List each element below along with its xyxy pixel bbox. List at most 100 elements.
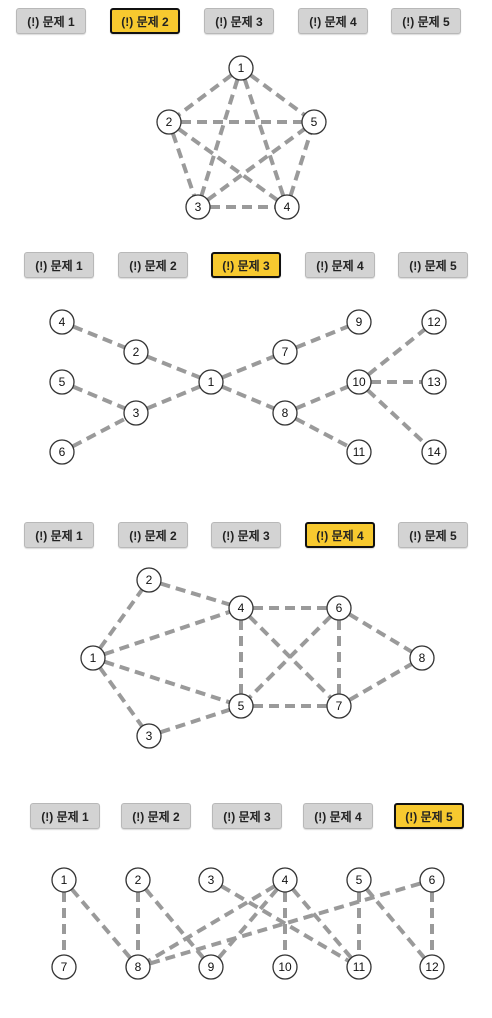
node-label: 2: [133, 345, 140, 359]
tab-problem-1[interactable]: (!) 문제 1: [24, 522, 94, 548]
node-10[interactable]: 10: [272, 954, 298, 980]
tab-problem-3[interactable]: (!) 문제 3: [211, 252, 281, 278]
node-4[interactable]: 4: [274, 194, 300, 220]
node-circle: [198, 867, 224, 893]
node-label: 11: [353, 960, 366, 974]
node-3[interactable]: 3: [198, 867, 224, 893]
tab-problem-4[interactable]: (!) 문제 4: [298, 8, 368, 34]
edge-3-1: [146, 384, 201, 411]
tab-problem-4[interactable]: (!) 문제 4: [305, 522, 375, 548]
node-2[interactable]: 2: [123, 339, 149, 365]
tab-problem-4[interactable]: (!) 문제 4: [303, 803, 373, 829]
node-6[interactable]: 6: [49, 439, 75, 465]
node-8[interactable]: 8: [272, 400, 298, 426]
tab-problem-2[interactable]: (!) 문제 2: [118, 252, 188, 278]
node-7[interactable]: 7: [272, 339, 298, 365]
node-3[interactable]: 3: [136, 723, 162, 749]
node-10[interactable]: 10: [346, 369, 372, 395]
tab-problem-2[interactable]: (!) 문제 2: [118, 522, 188, 548]
node-8[interactable]: 8: [409, 645, 435, 671]
tab-problem-5[interactable]: (!) 문제 5: [398, 252, 468, 278]
tab-problem-5[interactable]: (!) 문제 5: [394, 803, 464, 829]
tab-problem-1[interactable]: (!) 문제 1: [24, 252, 94, 278]
node-2[interactable]: 2: [156, 109, 182, 135]
node-label: 4: [282, 873, 289, 887]
tab-problem-4[interactable]: (!) 문제 4: [305, 252, 375, 278]
node-2[interactable]: 2: [125, 867, 151, 893]
node-circle: [419, 954, 445, 980]
node-11[interactable]: 11: [346, 954, 372, 980]
node-8[interactable]: 8: [125, 954, 151, 980]
node-7[interactable]: 7: [51, 954, 77, 980]
tab-bar-panel-1: (!) 문제 1 (!) 문제 2 (!) 문제 3 (!) 문제 4 (!) …: [0, 8, 492, 38]
node-12[interactable]: 12: [421, 309, 447, 335]
node-circle: [326, 693, 352, 719]
node-2[interactable]: 2: [136, 567, 162, 593]
graph-panel-3: 1 2 3 4 5 6 7 8: [80, 567, 435, 749]
edge-6-8: [348, 612, 413, 654]
node-circle: [228, 595, 254, 621]
tab-bar-panel-2: (!) 문제 1 (!) 문제 2 (!) 문제 3 (!) 문제 4 (!) …: [0, 252, 492, 282]
node-3[interactable]: 3: [123, 400, 149, 426]
node-4[interactable]: 4: [272, 867, 298, 893]
node-5[interactable]: 5: [346, 867, 372, 893]
tab-problem-1[interactable]: (!) 문제 1: [30, 803, 100, 829]
tab-problem-2[interactable]: (!) 문제 2: [121, 803, 191, 829]
edge-4-5: [288, 132, 313, 197]
graph-panel-1: 1 2 3 4 5: [156, 55, 327, 220]
node-5[interactable]: 5: [49, 369, 75, 395]
node-label: 5: [311, 115, 318, 129]
edge-4-9: [217, 887, 279, 960]
edge-1-7: [221, 354, 275, 380]
node-7[interactable]: 7: [326, 693, 352, 719]
node-1[interactable]: 1: [80, 645, 106, 671]
node-6[interactable]: 6: [419, 867, 445, 893]
node-circle: [272, 400, 298, 426]
tab-problem-3[interactable]: (!) 문제 3: [212, 803, 282, 829]
tab-problem-3[interactable]: (!) 문제 3: [211, 522, 281, 548]
node-11[interactable]: 11: [346, 439, 372, 465]
node-label: 12: [425, 960, 439, 974]
node-label: 1: [238, 61, 245, 75]
node-label: 5: [59, 375, 66, 389]
node-label: 9: [208, 960, 215, 974]
edge-1-2: [177, 73, 233, 117]
tab-problem-2[interactable]: (!) 문제 2: [110, 8, 180, 34]
node-1[interactable]: 1: [228, 55, 254, 81]
edge-1-3: [199, 78, 240, 197]
node-1[interactable]: 1: [51, 867, 77, 893]
node-label: 3: [146, 729, 153, 743]
tab-problem-3[interactable]: (!) 문제 3: [204, 8, 274, 34]
node-9[interactable]: 9: [346, 309, 372, 335]
node-circle: [51, 954, 77, 980]
node-5[interactable]: 5: [228, 693, 254, 719]
tab-problem-5[interactable]: (!) 문제 5: [391, 8, 461, 34]
node-circle: [198, 369, 224, 395]
node-13[interactable]: 13: [421, 369, 447, 395]
node-1[interactable]: 1: [198, 369, 224, 395]
node-circle: [125, 867, 151, 893]
node-14[interactable]: 14: [421, 439, 447, 465]
tab-problem-5[interactable]: (!) 문제 5: [398, 522, 468, 548]
node-12[interactable]: 12: [419, 954, 445, 980]
edge-1-5: [103, 659, 231, 705]
edge-1-4: [242, 78, 286, 197]
node-5[interactable]: 5: [301, 109, 327, 135]
node-circle: [272, 954, 298, 980]
node-circle: [346, 309, 372, 335]
node-circle: [198, 954, 224, 980]
node-label: 2: [146, 573, 153, 587]
node-circle: [51, 867, 77, 893]
node-3[interactable]: 3: [185, 194, 211, 220]
node-circle: [346, 867, 372, 893]
node-4[interactable]: 4: [49, 309, 75, 335]
node-9[interactable]: 9: [198, 954, 224, 980]
node-label: 8: [135, 960, 142, 974]
edge-10-14: [366, 388, 427, 446]
node-4[interactable]: 4: [228, 595, 254, 621]
tab-bar-panel-3: (!) 문제 1 (!) 문제 2 (!) 문제 3 (!) 문제 4 (!) …: [0, 522, 492, 552]
node-circle: [409, 645, 435, 671]
tab-problem-1[interactable]: (!) 문제 1: [16, 8, 86, 34]
edge-2-4: [177, 127, 279, 202]
node-6[interactable]: 6: [326, 595, 352, 621]
